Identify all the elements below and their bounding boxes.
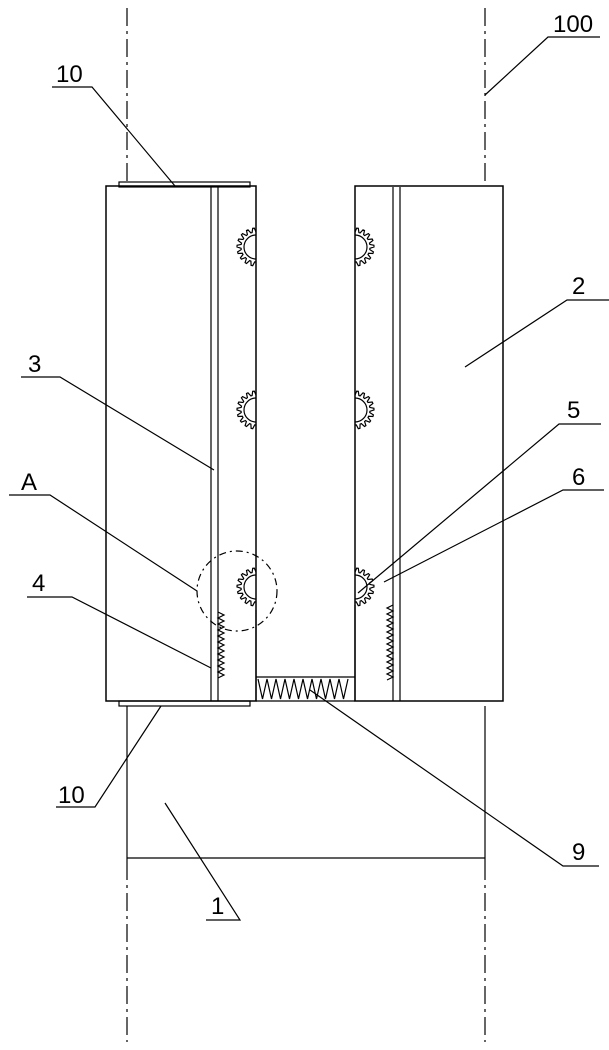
label-10-bottom: 10 (58, 782, 85, 809)
left-gear-2 (237, 391, 256, 429)
gear-group (237, 228, 374, 606)
label-4: 4 (32, 570, 45, 597)
label-5: 5 (567, 397, 580, 424)
label-a: A (21, 469, 37, 496)
right-block-2 (355, 186, 503, 701)
label-1: 1 (211, 893, 224, 920)
right-gear-2 (355, 391, 374, 429)
left-gear-3 (237, 568, 256, 606)
label-9: 9 (572, 839, 585, 866)
left-gear-1 (237, 228, 256, 266)
label-10-top: 10 (56, 61, 83, 88)
detail-circle-a (197, 551, 277, 631)
spring-9 (258, 679, 348, 699)
label-3: 3 (28, 351, 41, 378)
rack-group (218, 605, 393, 701)
rack-4-right (387, 605, 393, 680)
leader-lines (9, 37, 609, 920)
right-gear-1 (355, 228, 374, 266)
base-part-1 (127, 706, 485, 862)
left-block (106, 182, 256, 706)
label-6: 6 (572, 464, 585, 491)
label-100: 100 (553, 11, 593, 38)
rack-4-left (218, 612, 224, 678)
label-2: 2 (572, 273, 585, 300)
